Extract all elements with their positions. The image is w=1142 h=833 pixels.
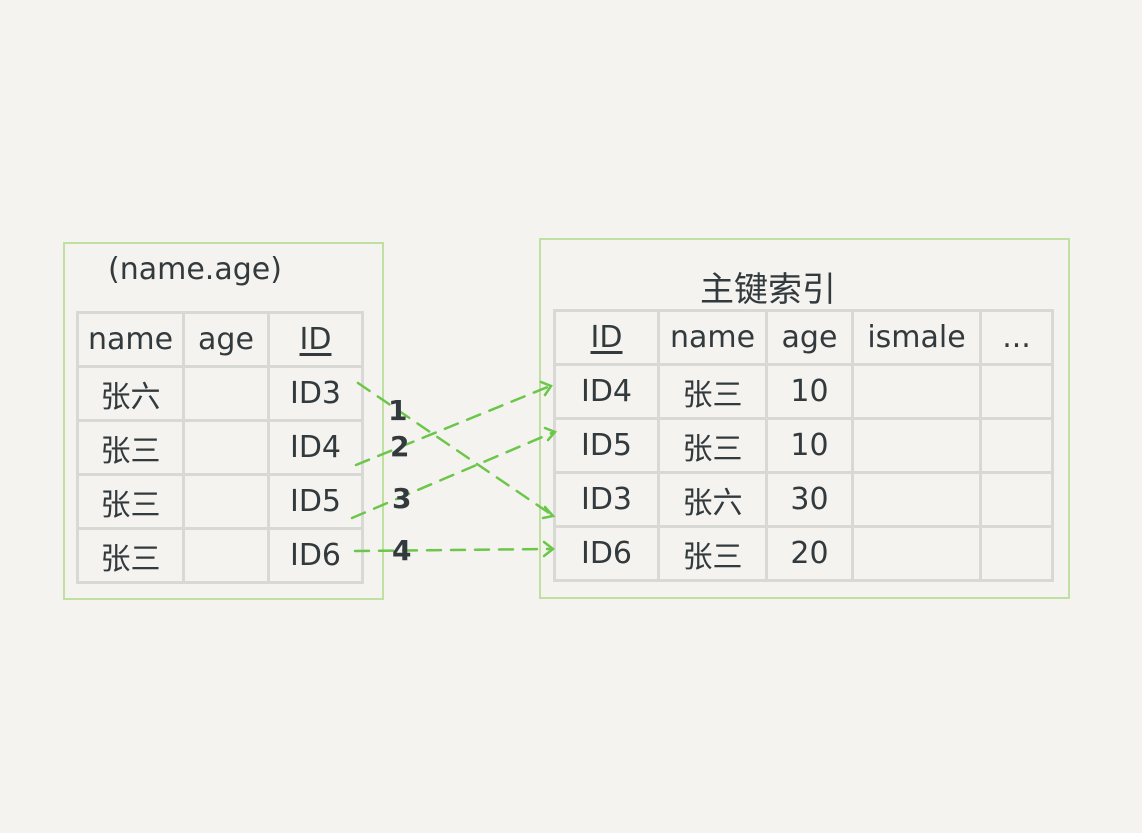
cell-ismale [851,525,982,582]
arrow-head-icon [539,380,553,397]
cell-id: ID4 [267,419,364,476]
cell-more [979,417,1054,474]
cell-age: 20 [765,525,854,582]
cell-name: 张三 [657,363,768,420]
arrow-label-2: 2 [390,430,410,463]
header-name: name [76,311,185,368]
primary-index-table: ID name age ismale ... ID4 张三 10 ID5 张三 … [553,309,1054,582]
cell-age [182,419,270,476]
cell-id: ID6 [553,525,660,582]
header-id: ID [553,309,660,366]
arrow-label-1: 1 [388,394,408,427]
cell-name: 张三 [657,417,768,474]
cell-name: 张六 [76,365,185,422]
arrow-head-icon [541,505,556,520]
table-row: 张三 ID5 [76,473,364,530]
cell-name: 张三 [657,525,768,582]
header-ismale: ismale [851,309,982,366]
cell-id: ID4 [553,363,660,420]
table-row: ID6 张三 20 [553,525,1054,582]
cell-id: ID5 [267,473,364,530]
header-age: age [765,309,854,366]
cell-more [979,363,1054,420]
table-row: ID4 张三 10 [553,363,1054,420]
arrow-4 [353,547,554,553]
cell-age: 10 [765,363,854,420]
cell-age [182,527,270,584]
arrow-1 [356,381,554,517]
arrow-2 [354,384,552,467]
table-header-row: name age ID [76,311,364,368]
cell-ismale [851,471,982,528]
cell-age: 10 [765,417,854,474]
secondary-index-title: (name.age) [108,252,282,287]
table-row: ID3 张六 30 [553,471,1054,528]
cell-id: ID3 [553,471,660,528]
cell-age [182,473,270,530]
header-age: age [182,311,270,368]
secondary-index-table: name age ID 张六 ID3 张三 ID4 张三 ID5 张三 ID6 [76,311,364,584]
arrow-3 [350,430,556,520]
cell-name: 张三 [76,419,185,476]
header-name: name [657,309,768,366]
arrow-label-3: 3 [392,482,412,515]
cell-id: ID6 [267,527,364,584]
table-row: 张六 ID3 [76,365,364,422]
cell-ismale [851,417,982,474]
cell-id: ID3 [267,365,364,422]
cell-name: 张六 [657,471,768,528]
cell-id: ID5 [553,417,660,474]
secondary-index-box [63,242,384,600]
table-row: 张三 ID4 [76,419,364,476]
cell-more [979,525,1054,582]
arrow-label-4: 4 [392,534,412,567]
table-header-row: ID name age ismale ... [553,309,1054,366]
primary-index-box [539,238,1070,599]
header-more: ... [979,309,1054,366]
cell-age: 30 [765,471,854,528]
arrow-head-icon [543,426,558,442]
cell-name: 张三 [76,527,185,584]
table-row: 张三 ID6 [76,527,364,584]
cell-age [182,365,270,422]
cell-more [979,471,1054,528]
cell-ismale [851,363,982,420]
cell-name: 张三 [76,473,185,530]
arrow-head-icon [542,540,556,558]
table-row: ID5 张三 10 [553,417,1054,474]
header-id: ID [267,311,364,368]
primary-index-title: 主键索引 [700,270,836,310]
